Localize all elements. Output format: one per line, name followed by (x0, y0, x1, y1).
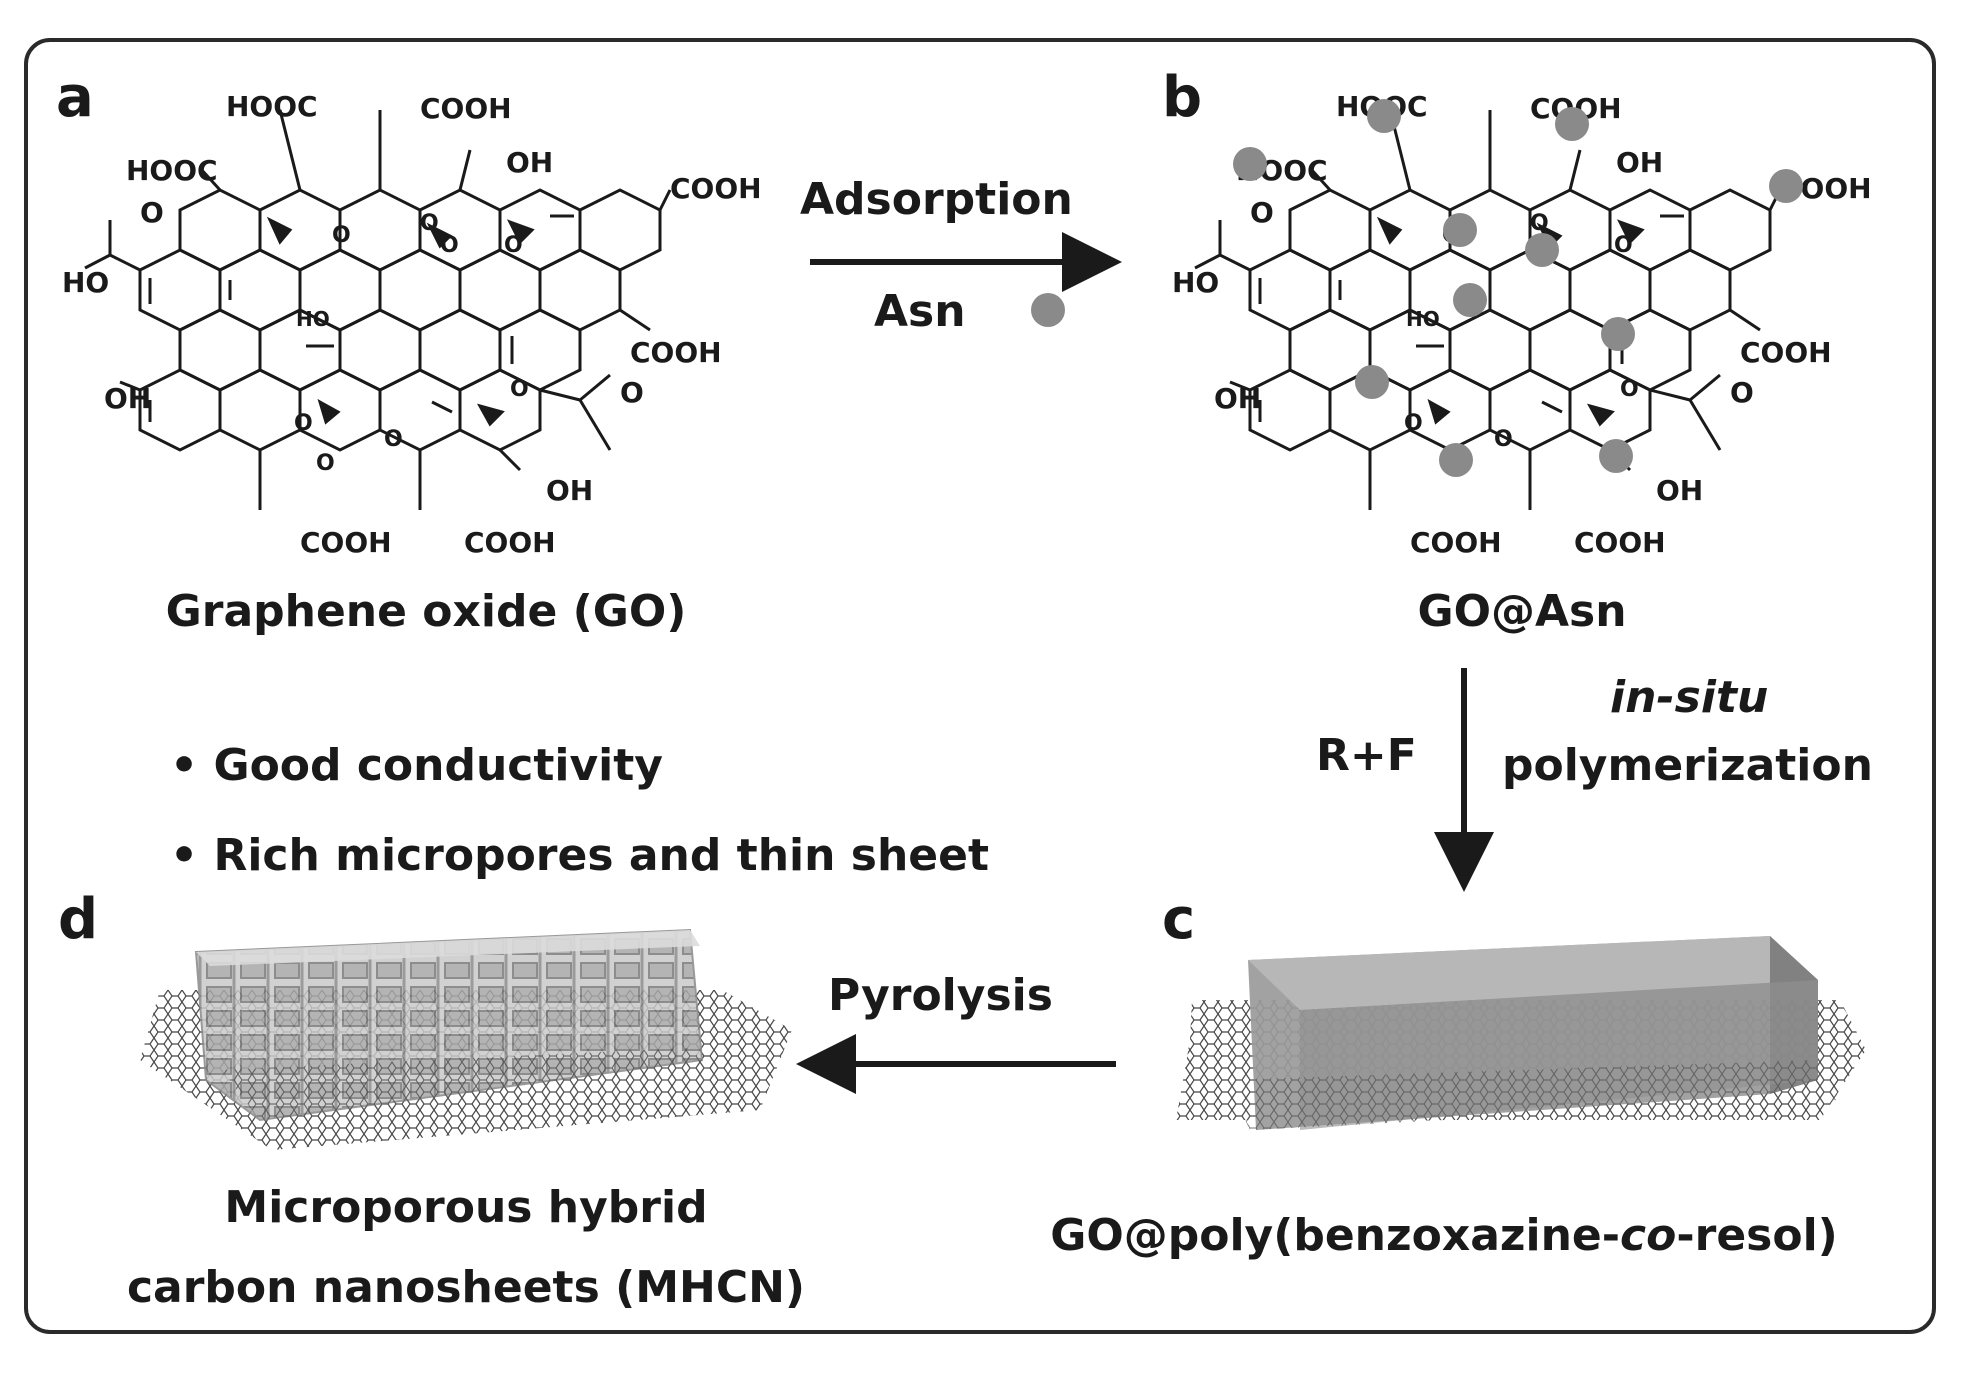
polymerization-label: polymerization (1502, 740, 1873, 791)
pyrolysis-label: Pyrolysis (828, 970, 1053, 1021)
go-label-o-8: O (384, 427, 403, 452)
go-asn-label-o-7: O (1494, 427, 1513, 452)
go-label-cooh-5: COOH (464, 526, 556, 559)
bullet-rich-micropores: • Rich micropores and thin sheet (170, 834, 989, 878)
go-label-cooh-1: COOH (420, 92, 512, 125)
go-label-ho-2: HO (296, 307, 330, 331)
go-label-o-5: O (440, 233, 459, 258)
go-label-o-3: O (332, 223, 351, 248)
go-label-o-1: O (140, 196, 164, 229)
go-asn-label-o-1: O (1250, 196, 1274, 229)
caption-mhcn-line1: Microporous hybrid (224, 1182, 708, 1233)
bullet-text-2: Rich micropores and thin sheet (213, 830, 989, 881)
go-asn-label-o-2: O (1730, 376, 1754, 409)
go-asn-label-o-6: O (1404, 411, 1423, 436)
go-asn-label-oh-3: OH (1656, 474, 1703, 507)
go-asn-label-ho-2: HO (1406, 307, 1440, 331)
go-asn-label-cooh-3: COOH (1740, 336, 1832, 369)
go-asn-label-oh-1: OH (1616, 146, 1663, 179)
go-label-o-2: O (620, 376, 644, 409)
caption-go-poly-prefix: GO@poly(benzoxazine- (1050, 1210, 1621, 1261)
go-label-oh-1: OH (506, 146, 553, 179)
caption-go: Graphene oxide (GO) (165, 586, 687, 637)
go-label-o-4: O (420, 211, 439, 236)
rf-reagent-label: R+F (1316, 730, 1417, 781)
caption-go-asn: GO@Asn (1417, 586, 1627, 637)
go-molecule-labels: HOOC HOOC COOH COOH COOH COOH COOH OH OH… (62, 90, 762, 559)
go-asn-label-o-4: O (1530, 211, 1549, 236)
asn-adsorbed-dots (1233, 99, 1803, 477)
go-molecule (84, 109, 672, 510)
go-label-o-9: O (510, 377, 529, 402)
go-label-oh-3: OH (546, 474, 593, 507)
go-asn-label-o-8: O (1620, 377, 1639, 402)
go-label-o-7: O (294, 411, 313, 436)
figure-frame (24, 38, 1936, 1334)
go-label-hooc-2: HOOC (126, 154, 218, 187)
asn-legend-dot (1031, 293, 1065, 327)
bullet-dot-icon: • (170, 830, 214, 881)
panel-label-d: d (58, 887, 99, 952)
panel-label-a: a (56, 65, 94, 130)
go-polymer-composite (1176, 936, 1866, 1130)
go-label-o-6: O (504, 233, 523, 258)
go-label-cooh-3: COOH (630, 336, 722, 369)
caption-go-poly: GO@poly(benzoxazine-co-resol) (1050, 1214, 1838, 1258)
panel-label-b: b (1162, 65, 1203, 130)
bullet-good-conductivity: • Good conductivity (170, 744, 663, 788)
go-label-ho-1: HO (62, 266, 109, 299)
go-label-hooc-1: HOOC (226, 90, 318, 123)
bullet-dot-icon: • (170, 740, 214, 791)
caption-go-poly-suffix: -resol) (1676, 1210, 1838, 1261)
go-label-cooh-4: COOH (300, 526, 392, 559)
bullet-text-1: Good conductivity (213, 740, 663, 791)
asn-reagent-label: Asn (874, 286, 966, 337)
in-situ-label: in-situ (1610, 672, 1769, 723)
caption-go-poly-italic: co (1620, 1210, 1677, 1261)
go-asn-label-o-5: O (1614, 233, 1633, 258)
adsorption-label: Adsorption (800, 174, 1073, 225)
panel-label-c: c (1162, 887, 1196, 952)
go-asn-label-cooh-5: COOH (1574, 526, 1666, 559)
go-label-cooh-2: COOH (670, 172, 762, 205)
go-asn-label-oh-2: OH (1214, 382, 1261, 415)
go-label-o-10: O (316, 451, 335, 476)
go-label-oh-2: OH (104, 382, 151, 415)
go-asn-label-cooh-4: COOH (1410, 526, 1502, 559)
mhcn-nanosheets (140, 928, 792, 1150)
go-asn-label-ho-1: HO (1172, 266, 1219, 299)
caption-mhcn-line2: carbon nanosheets (MHCN) (126, 1262, 806, 1313)
